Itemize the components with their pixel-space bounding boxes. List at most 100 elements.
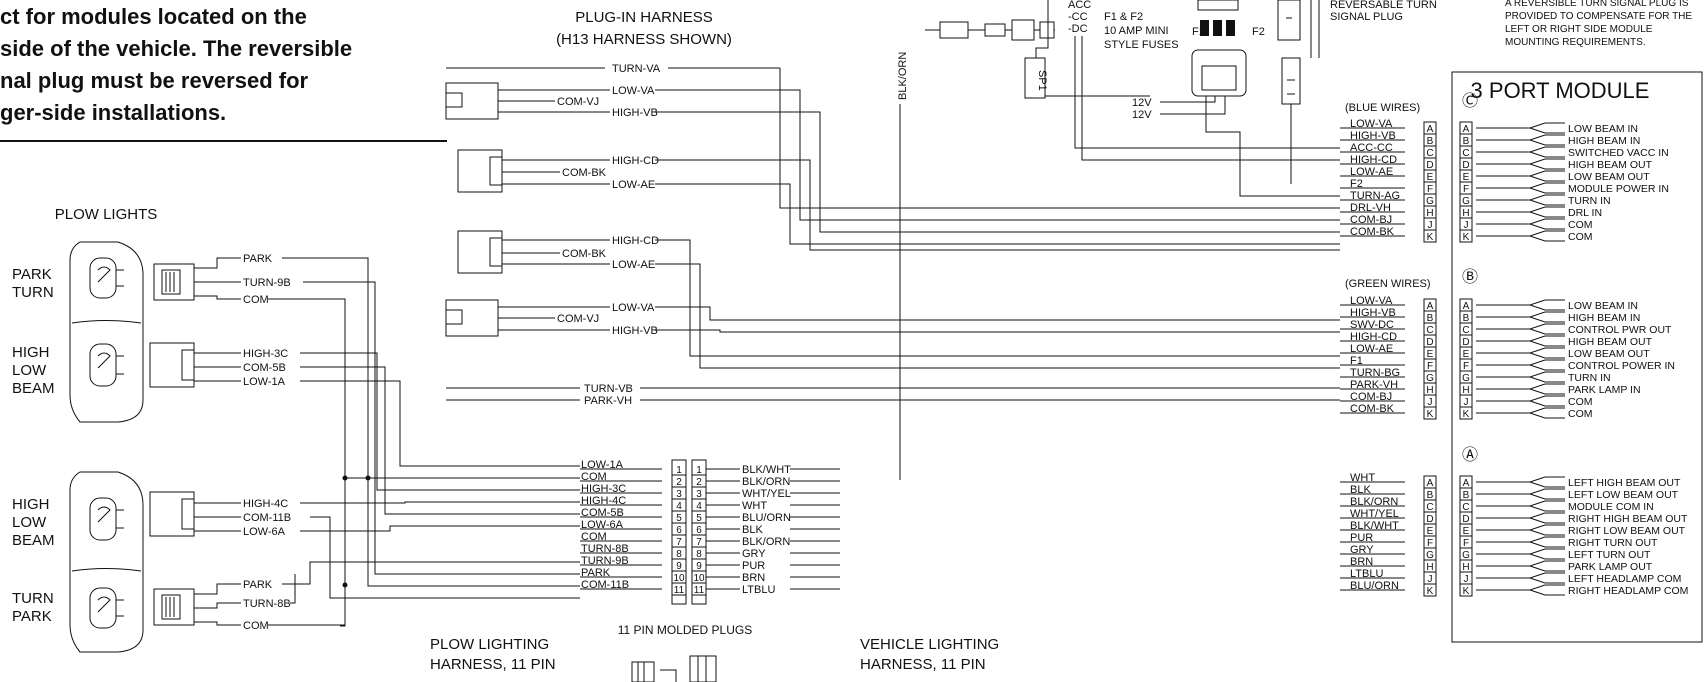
- pin11-right-label: BLK/ORN: [742, 476, 790, 488]
- module-pin-lead: [1529, 565, 1565, 572]
- module-pin-left-box: [1423, 229, 1437, 243]
- module-pin-function: HIGH BEAM OUT: [1568, 336, 1653, 348]
- module-wire-label: BRN: [1350, 556, 1373, 568]
- module-pin-letter-right: E: [1463, 172, 1470, 183]
- pin-top-park: PARK: [243, 253, 273, 265]
- module-pin-letter-right: H: [1462, 208, 1469, 219]
- pin11-left-label: HIGH-4C: [581, 495, 626, 507]
- module-pin-function: RIGHT LOW BEAM OUT: [1568, 525, 1686, 537]
- module-pin-letter-left: F: [1427, 361, 1433, 372]
- pin11-number-right: 8: [696, 549, 702, 560]
- fuse-label-2: 10 AMP MINI: [1104, 25, 1169, 37]
- module-pin-function: LOW BEAM OUT: [1568, 171, 1650, 183]
- conn1-high: HIGH-VB: [612, 107, 658, 119]
- left-beam-label: BEAM: [12, 380, 55, 397]
- module-pin-letter-left: E: [1427, 172, 1434, 183]
- module-pin-letter-right: A: [1463, 301, 1470, 312]
- module-pin-letter-right: F: [1463, 361, 1469, 372]
- blk-orn-label: BLK/ORN: [897, 52, 909, 100]
- module-pin-letter-right: C: [1462, 325, 1469, 336]
- sp1-icon: [1024, 57, 1046, 99]
- pin11-right-label: BLU/ORN: [742, 512, 791, 524]
- pin11-plug-left-body: [671, 459, 687, 605]
- module-pin-letter-left: H: [1426, 562, 1433, 573]
- module-wire-label: LOW-AE: [1350, 343, 1393, 355]
- acc-label: ACC: [1068, 0, 1091, 11]
- module-pin-letter-left: G: [1426, 373, 1434, 384]
- module-pin-lead: [1529, 163, 1565, 170]
- pin11-right-label: BLK/WHT: [742, 464, 791, 476]
- pin-bot-turn: TURN-8B: [243, 598, 291, 610]
- module-pin-lead: [1476, 323, 1565, 330]
- pin-top-com5b: COM-5B: [243, 362, 286, 374]
- module-wire-label: F2: [1350, 178, 1363, 190]
- plow-harness-label-2: HARNESS, 11 PIN: [430, 656, 556, 673]
- module-wire-label: WHT/YEL: [1350, 508, 1399, 520]
- turn-vb-label: TURN-VB: [584, 383, 633, 395]
- module-pin-lead: [1529, 541, 1565, 548]
- pin11-left-label: LOW-1A: [581, 459, 624, 471]
- module-pin-lead: [1476, 500, 1565, 507]
- module-wire-label: GRY: [1350, 544, 1374, 556]
- right-plow-light-housing: [69, 471, 144, 653]
- pin11-number-left: 6: [676, 525, 682, 536]
- top-lamp-connector-icon: [153, 263, 195, 301]
- module-pin-lead: [1529, 139, 1565, 146]
- left-park-turn-bulb-icon: [89, 257, 124, 299]
- module-pin-lead: [1476, 299, 1565, 306]
- pin11-number-right: 11: [694, 585, 705, 596]
- module-pin-letter-left: D: [1426, 514, 1433, 525]
- fuse-block-icon: [1191, 0, 1340, 197]
- note-line-3: nal plug must be reversed for: [0, 68, 309, 93]
- module-pin-lead: [1476, 359, 1565, 366]
- module-pin-lead: [1476, 524, 1565, 531]
- module-pin-letter-right: K: [1463, 232, 1470, 243]
- conn1-low: LOW-VA: [612, 85, 655, 97]
- pin11-number-right: 9: [696, 561, 702, 572]
- module-wire-label: HIGH-VB: [1350, 307, 1396, 319]
- reversible-note: A REVERSIBLE TURN SIGNAL PLUG IS PROVIDE…: [1505, 0, 1692, 48]
- pin11-plug-right-body: [691, 459, 707, 605]
- module-pin-letter-right: F: [1463, 184, 1469, 195]
- pin11-number-left: 4: [676, 501, 682, 512]
- module-pin-function: RIGHT TURN OUT: [1568, 537, 1658, 549]
- module-pin-letter-left: C: [1426, 502, 1433, 513]
- module-pin-letter-right: B: [1463, 313, 1470, 324]
- module-wire-label: COM-BJ: [1350, 214, 1392, 226]
- fuse-f1-label: F1: [1192, 26, 1205, 38]
- module-wire-label: LOW-VA: [1350, 295, 1393, 307]
- right-turn-park-bulb-icon: [89, 587, 124, 629]
- module-pin-letter-right: K: [1463, 409, 1470, 420]
- plow-harness-label-1: PLOW LIGHTING: [430, 636, 549, 653]
- vehicle-harness-label-1: VEHICLE LIGHTING: [860, 636, 999, 653]
- fuse-label-1: F1 & F2: [1104, 11, 1143, 23]
- conn4-high: HIGH-VB: [612, 325, 658, 337]
- module-pin-function: TURN IN: [1568, 195, 1611, 207]
- pin11-number-right: 10: [693, 573, 705, 584]
- acc-cc-label: -CC: [1068, 11, 1088, 23]
- pin11-right-label: BRN: [742, 572, 765, 584]
- pin-bot-com: COM: [243, 620, 269, 632]
- module-pin-lead: [1476, 476, 1565, 483]
- module-pin-letter-left: J: [1428, 397, 1433, 408]
- module-pin-letter-right: C: [1462, 502, 1469, 513]
- module-pin-function: COM: [1568, 231, 1593, 243]
- conn3-high: HIGH-CD: [612, 235, 659, 247]
- right-high-label: HIGH: [12, 496, 50, 513]
- plow-light-pin-wires: [194, 257, 241, 626]
- pin11-number-left: 2: [676, 477, 682, 488]
- pin11-left-label: PARK: [581, 567, 611, 579]
- module-port-badge: Ⓐ: [1462, 446, 1478, 464]
- right-turn-label: TURN: [12, 590, 54, 607]
- pin11-number-right: 4: [696, 501, 702, 512]
- module-pin-lead: [1529, 316, 1565, 323]
- module-pin-lead: [1476, 512, 1565, 519]
- module-pin-right-box: [1459, 229, 1473, 243]
- module-wire-label: LOW-AE: [1350, 166, 1393, 178]
- pin11-number-right: 5: [696, 513, 702, 524]
- module-wire-label: SWV-DC: [1350, 319, 1394, 331]
- module-port-badge: Ⓒ: [1462, 92, 1478, 110]
- molded-plugs-label: 11 PIN MOLDED PLUGS: [618, 623, 752, 637]
- module-pin-letter-right: K: [1463, 586, 1470, 597]
